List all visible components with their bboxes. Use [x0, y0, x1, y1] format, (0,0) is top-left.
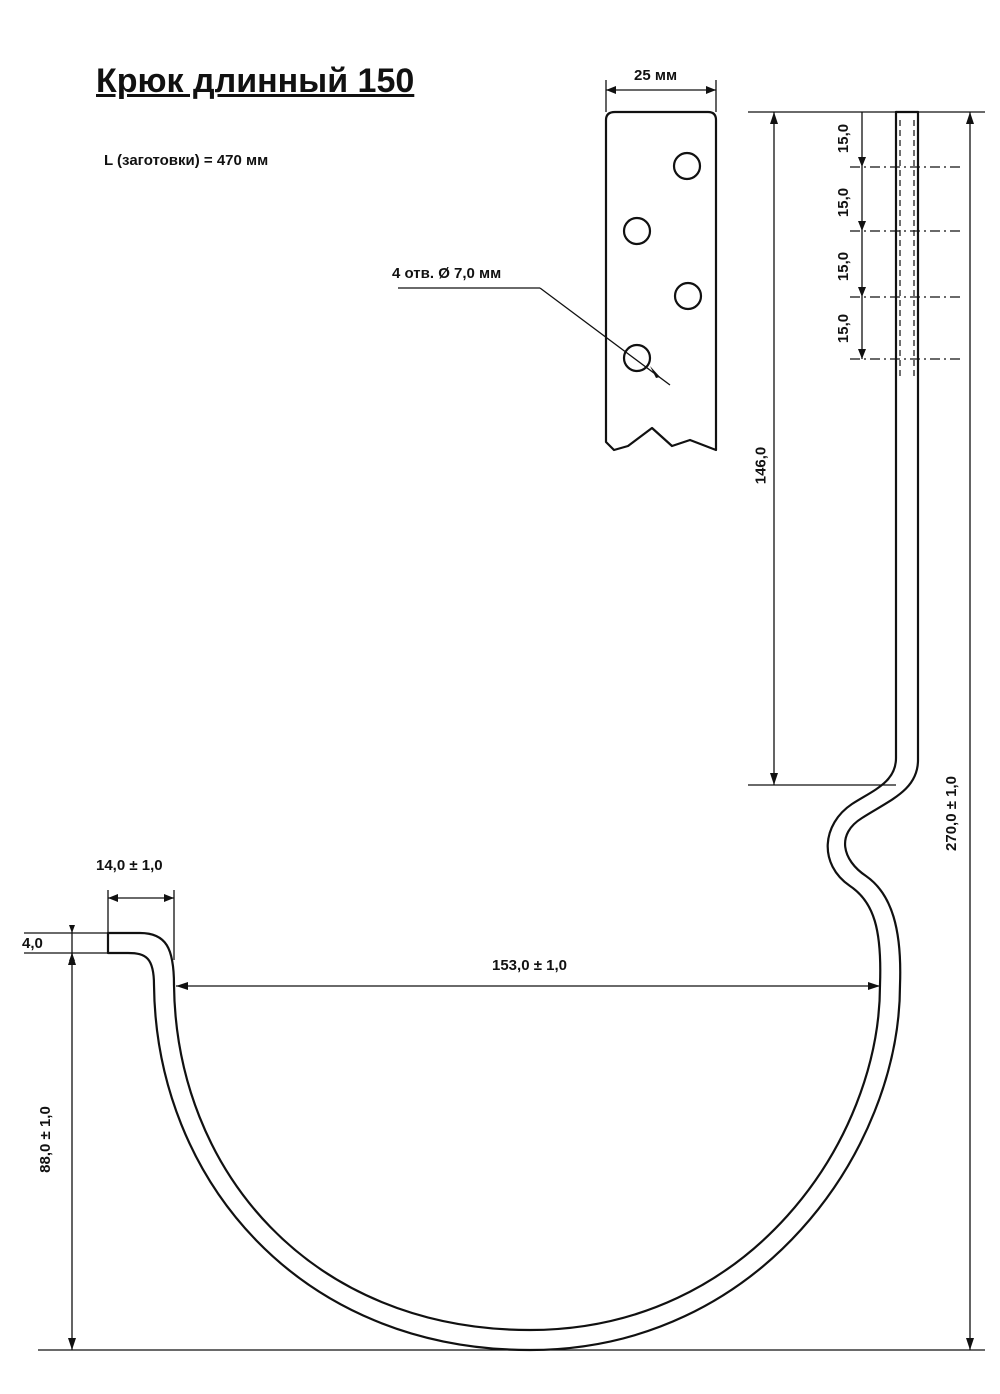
blank-length-note: L (заготовки) = 470 мм — [104, 152, 269, 169]
shank-length-label: 146,0 — [752, 446, 770, 485]
arrowhead — [966, 112, 974, 124]
lip-length-label: 14,0 ± 1,0 — [96, 857, 163, 874]
arrowhead — [858, 221, 866, 231]
arrowhead — [108, 894, 118, 902]
mounting-hole — [673, 281, 703, 311]
hook-profile-outer — [106, 110, 920, 1352]
arrowhead — [858, 157, 866, 167]
hole-pitch-label: 15,0 — [835, 251, 853, 282]
total-height-label: 270,0 ± 1,0 — [942, 776, 960, 851]
thickness-label: 4,0 — [22, 935, 43, 952]
depth-label: 88,0 ± 1,0 — [36, 1106, 54, 1173]
arrowhead — [164, 894, 174, 902]
arrowhead — [69, 925, 75, 933]
mounting-hole — [622, 216, 652, 246]
arrowhead — [858, 349, 866, 359]
arrowhead — [966, 1338, 974, 1350]
arrowhead — [650, 366, 660, 378]
arrowhead — [706, 86, 716, 94]
hook-profile-inner — [172, 110, 898, 1332]
mounting-hole — [672, 151, 702, 181]
mounting-hole — [622, 343, 652, 373]
holes-leader-arrow-line — [539, 287, 671, 386]
arrowhead — [68, 1338, 76, 1350]
holes-note-label: 4 отв. Ø 7,0 мм — [392, 265, 502, 282]
hole-pitch-label: 15,0 — [835, 313, 853, 344]
inner-width-label: 153,0 ± 1,0 — [492, 957, 567, 974]
strip-detail-outline — [604, 110, 718, 452]
hole-pitch-label: 15,0 — [835, 187, 853, 218]
hole-pitch-label: 15,0 — [835, 123, 853, 154]
arrowhead — [176, 982, 188, 990]
arrowhead — [868, 982, 880, 990]
drawing-title: Крюк длинный 150 — [96, 62, 415, 100]
arrowhead — [858, 287, 866, 297]
arrowhead — [606, 86, 616, 94]
arrowhead — [770, 112, 778, 124]
arrowhead — [68, 953, 76, 965]
strip-width-label: 25 мм — [634, 67, 678, 84]
arrowhead — [770, 773, 778, 785]
